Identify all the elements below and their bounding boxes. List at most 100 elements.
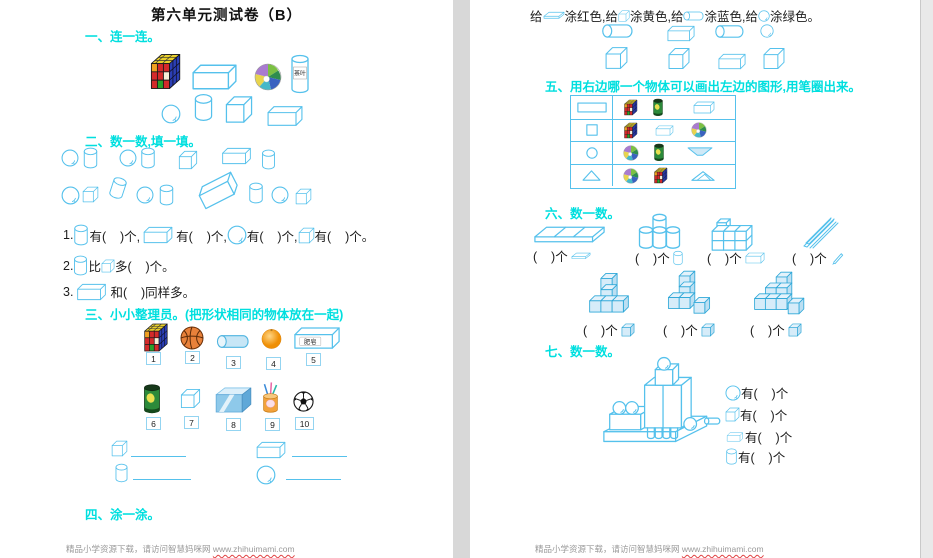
triangle-prism-outline[interactable]: [690, 170, 716, 182]
cube-outline[interactable]: [667, 47, 691, 70]
section6-heading: 六、数一数。: [545, 207, 621, 221]
flat-cuboid-outline[interactable]: [714, 53, 750, 70]
rubiks-cube-image[interactable]: [623, 122, 638, 139]
cuboid-outline[interactable]: [652, 125, 677, 136]
beach-ball-image[interactable]: [623, 145, 639, 161]
question-3: 3. 和( )同样多。: [63, 284, 196, 300]
cylinder-icon: [725, 448, 738, 465]
answer-line[interactable]: [292, 456, 347, 457]
answer-line[interactable]: [133, 479, 191, 480]
sphere-outline: [136, 186, 154, 204]
cube-stack-figure: [667, 270, 711, 314]
rubiks-cube-image[interactable]: [653, 167, 668, 184]
count-blank[interactable]: ( )个: [635, 248, 683, 267]
rubiks-cube-image[interactable]: [623, 99, 638, 116]
question-number: 3.: [63, 284, 74, 299]
sphere-outline: [61, 186, 80, 205]
pencil-bundle-figure: [800, 215, 842, 249]
tilted-cylinder-outline: [108, 175, 128, 201]
rectangle-outline: [577, 102, 607, 113]
section2-heading: 二、数一数,填一填。: [85, 135, 201, 149]
cube-outline[interactable]: [762, 47, 786, 70]
tile-icon: [571, 251, 591, 261]
beach-ball-image: [254, 63, 282, 91]
cylinder-group-figure: [638, 213, 681, 251]
section4-heading: 四、涂一涂。: [85, 508, 161, 522]
circle-outline: [586, 147, 598, 159]
tea-can-image: 茶叶: [291, 54, 309, 94]
question-number: 1.: [63, 228, 74, 242]
beach-ball-image[interactable]: [623, 168, 639, 184]
footer-link[interactable]: www.zhihuimami.com: [681, 544, 764, 554]
soap-box-image: 肥皂: [294, 327, 340, 349]
count-blank[interactable]: ( )个: [533, 246, 591, 265]
cuboid-outline: [266, 105, 304, 127]
cuboid-outline: [191, 63, 238, 91]
cuboid-outline[interactable]: [686, 101, 722, 114]
item-number: 4: [266, 357, 281, 370]
count-line-cuboid[interactable]: 有( )个: [725, 427, 792, 446]
item-number: 9: [265, 418, 280, 431]
cylinder-outline: [248, 182, 264, 204]
lying-cylinder-outline[interactable]: [714, 25, 745, 38]
blue-box-image: [214, 386, 253, 413]
brick-stack-figure: [710, 218, 756, 252]
cuboid-icon: [140, 226, 176, 244]
answer-line[interactable]: [286, 479, 341, 480]
question-number: 2.: [63, 258, 74, 273]
count-blank[interactable]: ( )个: [792, 248, 845, 267]
cylinder-outline: [261, 149, 276, 170]
beach-ball-image[interactable]: [691, 122, 707, 138]
left-footer: 精品小学资源下载，请访问智慧妈咪网 www.zhihuimami.com: [66, 544, 295, 554]
count-blank[interactable]: ( )个: [707, 248, 765, 267]
table-row: [571, 141, 735, 164]
pencil-icon: [830, 250, 845, 265]
sphere-outline: [161, 104, 181, 124]
cube-icon: [701, 323, 715, 337]
count-blank[interactable]: ( )个: [750, 320, 802, 339]
count-line-cube[interactable]: 有( )个: [725, 405, 787, 424]
tilted-cuboid-outline: [195, 171, 242, 210]
sphere-icon: [758, 10, 770, 22]
cube-outline: [295, 188, 312, 205]
green-can-image[interactable]: [652, 98, 664, 117]
item-number: 6: [146, 417, 161, 430]
item-number: 5: [306, 353, 321, 366]
item-number: 7: [184, 416, 199, 429]
cube-outline[interactable]: [604, 46, 629, 70]
right-margin-strip: [920, 0, 933, 558]
count-line-sphere[interactable]: 有( )个: [725, 383, 788, 402]
cube-icon: [725, 407, 740, 422]
item-number: 10: [295, 417, 314, 430]
cube-icon: [621, 323, 635, 337]
count-blank[interactable]: ( )个: [663, 320, 715, 339]
funnel-shape[interactable]: [687, 147, 713, 158]
cube-icon: [111, 440, 128, 457]
footer-link[interactable]: www.zhihuimami.com: [212, 544, 295, 554]
sphere-outline[interactable]: [760, 24, 774, 38]
cube-outline: [82, 186, 99, 203]
section3-heading: 三、小小整理员。(把形状相同的物体放在一起): [85, 308, 344, 322]
cube-icon: [101, 259, 115, 273]
sphere-outline: [61, 149, 79, 167]
cylinder-outline: [194, 91, 213, 124]
cylinder-outline: [158, 184, 175, 206]
table-row: [571, 118, 735, 142]
cuboid-icon: [254, 441, 288, 459]
cube-stack-figure: [754, 271, 805, 315]
item-number: 2: [185, 351, 200, 364]
square-outline: [586, 124, 598, 136]
count-blank[interactable]: ( )个: [583, 320, 635, 339]
rubiks-cube-image: [148, 52, 182, 91]
green-can-image[interactable]: [653, 143, 665, 162]
cube-stack-figure: [589, 272, 629, 313]
answer-line[interactable]: [131, 456, 186, 457]
cuboid-outline[interactable]: [663, 25, 699, 42]
pen-holder-image: [261, 381, 280, 415]
cylinder-icon: [73, 224, 89, 246]
lying-cylinder-outline[interactable]: [601, 24, 634, 38]
cuboid-icon: [745, 252, 765, 264]
count-line-cylinder[interactable]: 有( )个: [725, 447, 785, 466]
sphere-icon: [227, 225, 247, 245]
question-2: 2. 比 多( )个。: [63, 255, 175, 276]
